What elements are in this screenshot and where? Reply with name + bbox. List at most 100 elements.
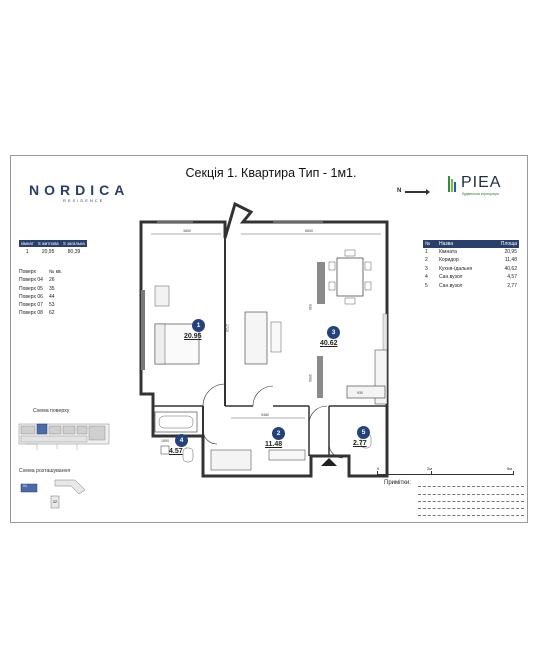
floors-list: Поверх № кв. Поверх 04 26 Поверх 05 35 Пов… <box>19 268 62 318</box>
room-name: Сан.вузол <box>439 274 463 281</box>
placement-scheme-label: Схема розташування <box>19 468 71 474</box>
area-table-row: 1 20,95 80,39 <box>19 247 87 255</box>
room-5-area: 2.77 <box>353 440 367 447</box>
leaf-logo-icon <box>448 176 456 192</box>
table-row: 3 Кухня-їдальня 40,62 <box>423 265 519 273</box>
floor-scheme-map <box>18 423 110 450</box>
piea-logo-sub: будівельна корпорація <box>462 192 499 196</box>
notes-line <box>418 502 524 510</box>
apt-number: 62 <box>49 310 55 317</box>
apt-number: 35 <box>49 285 55 292</box>
room-name: Кімната <box>439 249 457 255</box>
notes-label: Примітки: <box>384 480 411 486</box>
room-area: 11,48 <box>504 257 517 264</box>
floor-row: Поверх 04 26 <box>19 276 62 284</box>
area-header-rooms: кімнат <box>21 241 34 246</box>
floors-header-floor: Поверх <box>19 269 36 275</box>
placement-tag-1: 01 <box>23 484 27 488</box>
apt-number: 26 <box>49 277 55 284</box>
north-arrow-icon <box>405 189 430 195</box>
table-row: 1 Кімната 20,95 <box>423 248 519 256</box>
room-area: 40,62 <box>504 265 517 272</box>
room-2-badge: 2 <box>272 427 285 440</box>
north-label: N <box>397 188 402 194</box>
rooms-table: № Назва Площа 1 Кімната 20,95 2 Коридор 11,4… <box>423 240 519 290</box>
room-4-badge: 4 <box>175 434 188 447</box>
area-header-living: S житлова <box>37 241 59 246</box>
area-header-total: S загальна <box>63 241 85 246</box>
nordica-logo-word: NORDICA <box>29 182 130 198</box>
area-summary-table: кімнат S житлова S загальна 1 20,95 80,3… <box>19 240 87 255</box>
notes-line <box>418 487 524 495</box>
floor-row: Поверх 06 44 <box>19 293 62 301</box>
floors-header: Поверх № кв. <box>19 268 62 276</box>
placement-scheme-map <box>20 479 86 509</box>
placement-tag-2: 02 <box>53 500 57 504</box>
room-5-badge: 5 <box>357 426 370 439</box>
apt-number: 44 <box>49 293 55 300</box>
room-num: 1 <box>425 249 428 255</box>
scale-tick-2m: 2м <box>427 466 432 471</box>
scale-tick-5m: 5м <box>507 466 512 471</box>
piea-logo: PIEA будівельна корпорація <box>447 174 527 196</box>
floor-row: Поверх 05 35 <box>19 285 62 293</box>
room-num: 3 <box>425 265 428 272</box>
apt-number: 53 <box>49 302 55 309</box>
room-num: 5 <box>425 282 428 289</box>
notes-line <box>418 509 524 517</box>
table-row: 2 Коридор 11,48 <box>423 256 519 264</box>
room-num: 2 <box>425 257 428 264</box>
rooms-table-header: № Назва Площа <box>423 240 519 248</box>
floor-name: Поверх 06 <box>19 293 43 300</box>
room-name: Коридор <box>439 257 459 264</box>
room-1-area: 20.95 <box>184 333 202 340</box>
nordica-logo-sub: RESIDENCE <box>63 198 105 203</box>
room-3-area: 40.62 <box>320 340 338 347</box>
area-value-living: 20,95 <box>41 249 55 255</box>
dim-room1-width: 3850 <box>183 229 191 233</box>
room-num: 4 <box>425 274 428 281</box>
rooms-header-name: Назва <box>439 241 454 247</box>
dim-partition-2: 3950 <box>308 374 312 382</box>
area-value-rooms: 1 <box>25 249 29 255</box>
piea-logo-word: PIEA <box>461 174 502 191</box>
room-name: Сан.вузол <box>439 282 463 289</box>
room-1-badge: 1 <box>192 319 205 332</box>
room-area: 20,95 <box>504 249 517 255</box>
room-2-area: 11.48 <box>265 441 283 448</box>
area-table-header: кімнат S житлова S загальна <box>19 240 87 247</box>
floor-scheme-label: Схема поверху <box>33 408 70 414</box>
notes-block: Примітки: <box>384 480 524 517</box>
nordica-logo: NORDICA RESIDENCE <box>29 182 130 203</box>
room-area: 4,57 <box>507 274 517 281</box>
floor-plan-drawing: 3850 6650 5480 1720 1850 930 3950 930 <box>139 201 389 478</box>
plan-sheet: NORDICA RESIDENCE Секція 1. Квартира Тип… <box>10 155 528 523</box>
scale-tick-0: 0 <box>377 466 380 471</box>
dim-corridor-width: 5480 <box>261 413 269 417</box>
dim-room1-depth: 1720 <box>225 324 229 332</box>
dim-wc-width: 930 <box>357 391 363 395</box>
dim-kitchen-width: 6650 <box>305 229 313 233</box>
rooms-header-num: № <box>425 241 431 247</box>
dim-bath-width: 1850 <box>161 439 169 443</box>
room-4-area: 4.57 <box>169 448 183 455</box>
rooms-header-area: Площа <box>500 241 517 247</box>
notes-line <box>418 480 524 488</box>
floor-row: Поверх 08 62 <box>19 309 62 317</box>
notes-line <box>418 495 524 502</box>
dim-partition-1: 930 <box>308 304 312 310</box>
room-area: 2,77 <box>507 282 517 289</box>
floors-header-apt: № кв. <box>49 269 62 275</box>
floor-name: Поверх 04 <box>19 277 43 284</box>
room-3-badge: 3 <box>327 326 340 339</box>
table-row: 5 Сан.вузол 2,77 <box>423 282 519 290</box>
table-row: 4 Сан.вузол 4,57 <box>423 273 519 281</box>
area-value-total: 80,39 <box>67 249 81 255</box>
floor-name: Поверх 07 <box>19 302 43 309</box>
page-title: Секція 1. Квартира Тип - 1м1. <box>185 166 357 180</box>
room-name: Кухня-їдальня <box>439 265 473 272</box>
floor-name: Поверх 08 <box>19 310 43 317</box>
scale-bar: 0 2м 5м <box>377 466 517 478</box>
floor-row: Поверх 07 53 <box>19 301 62 309</box>
floor-name: Поверх 05 <box>19 285 43 292</box>
